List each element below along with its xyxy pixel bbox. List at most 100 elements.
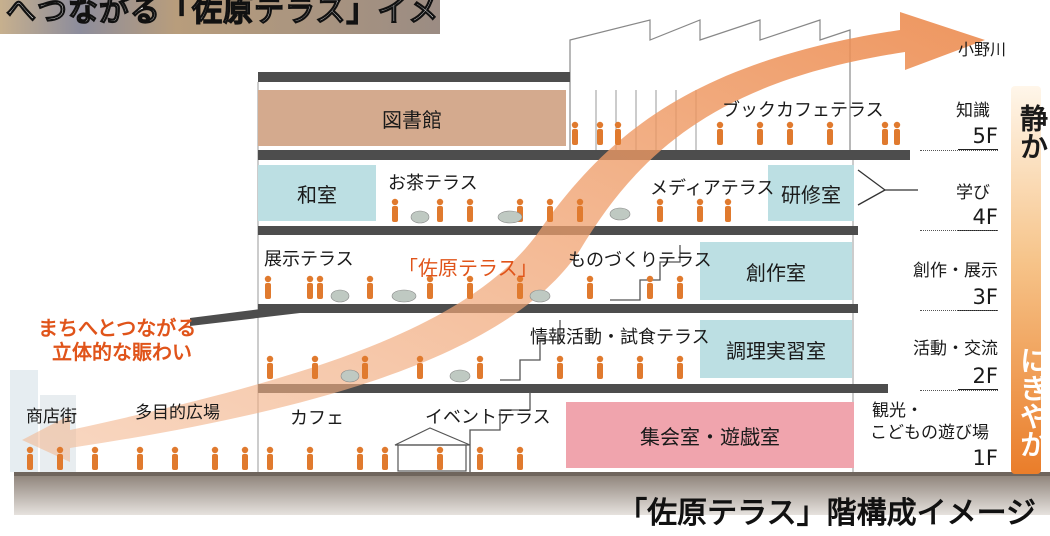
person-figure — [756, 121, 764, 145]
person-figure — [361, 355, 369, 379]
person-figure — [266, 355, 274, 379]
person-figure — [881, 121, 889, 145]
label-media-terrace: メディアテラス — [650, 178, 775, 199]
floor-tag-2f: 活動・交流 — [913, 339, 998, 359]
title-banner: へつながる「佐原テラス」イメージ — [0, 0, 440, 34]
person-figure — [466, 198, 474, 222]
room-sousakushitsu: 創作室 — [700, 242, 852, 300]
person-figure — [436, 198, 444, 222]
label-book-cafe-terrace: ブックカフェテラス — [722, 100, 884, 121]
person-figure — [826, 121, 834, 145]
person-figure — [676, 355, 684, 379]
floor-num-3f: 3F — [958, 285, 998, 311]
floor-tag-5f: 知識 — [956, 101, 990, 121]
person-figure — [571, 121, 579, 145]
person-figure — [724, 198, 732, 222]
person-figure — [546, 198, 554, 222]
person-figure — [656, 198, 664, 222]
person-figure — [436, 446, 444, 470]
person-figure — [306, 275, 314, 299]
label-tenji-terrace: 展示テラス — [264, 249, 354, 270]
floor-num-4f: 4F — [958, 205, 998, 231]
person-figure — [516, 446, 524, 470]
floor-num-2f: 2F — [958, 364, 998, 390]
person-figure — [26, 446, 34, 470]
person-figure — [211, 446, 219, 470]
ground — [14, 475, 1050, 515]
person-figure — [696, 198, 704, 222]
label-machi-line2: 立体的な賑わい — [52, 340, 192, 364]
label-sahara-terrace: 「佐原テラス」 — [398, 256, 538, 280]
background-building — [10, 370, 38, 472]
stairs — [469, 245, 681, 472]
person-figure — [646, 275, 654, 299]
person-figure — [56, 446, 64, 470]
label-event-terrace: イベントテラス — [425, 407, 551, 428]
person-figure — [516, 275, 524, 299]
person-figure — [576, 198, 584, 222]
label-tamokuteki: 多目的広場 — [135, 403, 220, 423]
room-washitsu: 和室 — [258, 165, 376, 221]
floor-tick — [920, 150, 998, 151]
person-figure — [426, 275, 434, 299]
person-figure — [636, 355, 644, 379]
quiet-lively-scale — [1011, 86, 1041, 474]
floor-tag-4f: 学び — [956, 183, 990, 203]
person-figure — [716, 121, 724, 145]
banner-title: へつながる「佐原テラス」イメージ — [5, 0, 440, 30]
person-figure — [311, 355, 319, 379]
person-figure — [136, 446, 144, 470]
leader-lines — [857, 169, 918, 206]
room-shukai: 集会室・遊戯室 — [566, 402, 854, 468]
person-figure — [416, 355, 424, 379]
person-figure — [786, 121, 794, 145]
figure-caption: 「佐原テラス」階構成イメージ — [617, 496, 1036, 531]
person-figure — [893, 121, 901, 145]
person-figure — [266, 446, 274, 470]
person-figure — [596, 121, 604, 145]
person-figure — [171, 446, 179, 470]
person-figure — [676, 275, 684, 299]
person-figure — [241, 446, 249, 470]
person-figure — [366, 275, 374, 299]
label-cafe: カフェ — [290, 408, 344, 429]
tower-outline — [569, 19, 851, 150]
person-figure — [306, 446, 314, 470]
scale-bottom-label: にぎやか — [1016, 346, 1049, 458]
ground-line — [14, 472, 1050, 476]
planters — [330, 207, 631, 383]
person-figure — [391, 198, 399, 222]
label-river: 小野川 — [958, 40, 1007, 59]
floor-tag-1f-line1: 観光・ — [872, 401, 923, 421]
person-figure — [91, 446, 99, 470]
scale-top-label: 静か — [1016, 104, 1049, 160]
room-chouri: 調理実習室 — [700, 320, 852, 378]
room-kenshushitsu: 研修室 — [768, 165, 854, 221]
floor-tag-1f-line2: こどもの遊び場 — [870, 423, 989, 443]
person-figure — [264, 275, 272, 299]
person-figure — [316, 275, 324, 299]
floor-tick — [920, 230, 998, 231]
person-figure — [556, 355, 564, 379]
person-figure — [466, 275, 474, 299]
floor-tick — [920, 310, 998, 311]
label-ocha-terrace: お茶テラス — [388, 173, 478, 194]
floor-num-5f: 5F — [958, 124, 998, 150]
person-figure — [586, 275, 594, 299]
floor-tag-3f: 創作・展示 — [913, 261, 998, 281]
floor-num-1f: 1F — [972, 446, 998, 470]
person-figure — [596, 355, 604, 379]
person-figure — [476, 446, 484, 470]
floor-tick — [920, 390, 998, 391]
person-figure — [356, 446, 364, 470]
person-figure — [381, 446, 389, 470]
event-kiosk — [394, 427, 471, 472]
label-jouhou-terrace: 情報活動・試食テラス — [530, 327, 710, 348]
person-figure — [614, 121, 622, 145]
label-machi-line1: まちへとつながる — [38, 316, 197, 340]
label-shotengai: 商店街 — [26, 407, 77, 427]
room-library: 図書館 — [258, 90, 566, 146]
people-figures — [26, 121, 901, 470]
